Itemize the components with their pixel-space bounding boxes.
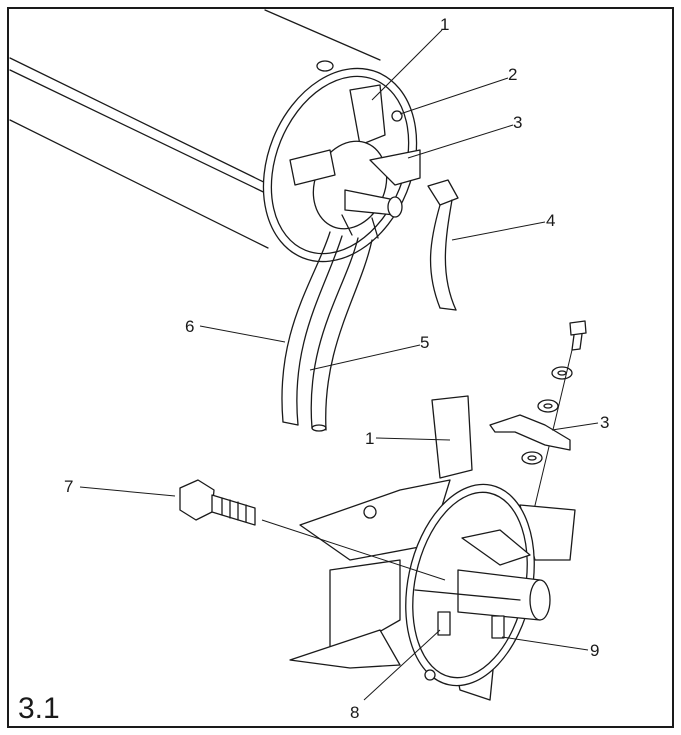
- screw-head: [569, 320, 587, 336]
- connector-cable-4: [427, 179, 459, 311]
- screw-shank: [571, 333, 583, 351]
- baffle-plate: [431, 395, 473, 479]
- nozzle-hex-nut: [179, 479, 215, 521]
- cable-6-right: [296, 235, 343, 426]
- cable-5-right: [325, 239, 373, 431]
- cable-end: [439, 307, 457, 311]
- nozzle-threads: [221, 497, 247, 523]
- callout-6: 6: [185, 317, 194, 336]
- washer: [537, 399, 559, 413]
- cable-wire: [429, 204, 441, 309]
- burner-tube-assembly: [9, 9, 421, 263]
- nozzle-housing-end: [529, 579, 551, 621]
- figure-label: 3.1: [18, 692, 60, 725]
- connector-plug: [427, 179, 459, 206]
- callout-9: 9: [590, 641, 599, 660]
- leader-1-bottom: [375, 437, 451, 441]
- tube-bottom-line: [9, 119, 269, 249]
- baffle-plate: [349, 84, 386, 146]
- nozzle-end: [387, 196, 403, 218]
- leader-2: [399, 77, 509, 115]
- fan-blade: [329, 559, 401, 661]
- callout-3-bottom: 3: [600, 413, 609, 432]
- cable-wire: [444, 199, 457, 311]
- leader-9: [501, 636, 589, 651]
- washer-hole: [527, 455, 537, 461]
- mount-stud: [424, 669, 436, 681]
- electrode-holder: [489, 414, 571, 451]
- cable-5-left: [310, 237, 359, 429]
- callout-1-bottom: 1: [365, 429, 374, 448]
- top-plug: [316, 60, 334, 72]
- tube-top-line: [264, 9, 381, 61]
- fan-blade: [289, 629, 401, 669]
- bolt: [391, 110, 403, 122]
- washer: [521, 451, 543, 465]
- washer-hole: [543, 403, 553, 409]
- leader-6: [199, 325, 286, 343]
- end-plate-rim: [270, 75, 410, 255]
- electrode-tip: [371, 217, 379, 239]
- leader-5: [309, 344, 421, 371]
- nozzle-threaded-stem: [211, 494, 256, 526]
- leader-4: [451, 221, 546, 241]
- callout-8: 8: [350, 703, 359, 722]
- holder-clip: [461, 529, 531, 566]
- callout-2: 2: [508, 65, 517, 84]
- callout-1-top: 1: [440, 15, 449, 34]
- nozzle-7: [179, 479, 446, 581]
- washer-hole: [557, 370, 567, 376]
- ignition-cables: [281, 231, 373, 432]
- electrode-bracket: [369, 149, 421, 186]
- tube-edge-line: [9, 57, 281, 191]
- cable-5-end: [311, 424, 327, 432]
- leader-lines: [79, 29, 599, 701]
- callout-5: 5: [420, 333, 429, 352]
- assembly-axis-line: [261, 519, 446, 581]
- electrode: [437, 611, 451, 636]
- cable-6-end: [282, 421, 299, 426]
- leader-3-top: [407, 124, 514, 159]
- callout-4: 4: [546, 211, 555, 230]
- leader-3-bottom: [551, 422, 599, 431]
- tube-edge-line: [9, 69, 281, 201]
- callout-7: 7: [64, 477, 73, 496]
- leader-8: [363, 629, 441, 701]
- fin: [289, 149, 336, 186]
- cable-6-left: [281, 231, 331, 423]
- electrode-rail: [414, 589, 521, 601]
- washer: [551, 366, 573, 380]
- mount-hole: [363, 505, 377, 519]
- figure-border: [7, 7, 674, 728]
- callout-3-top: 3: [513, 113, 522, 132]
- leader-7: [79, 486, 176, 497]
- leader-1-top: [371, 29, 443, 101]
- electrode: [491, 615, 505, 639]
- stabilizer-disc-assembly: [289, 395, 576, 701]
- electrode-tip: [341, 214, 353, 236]
